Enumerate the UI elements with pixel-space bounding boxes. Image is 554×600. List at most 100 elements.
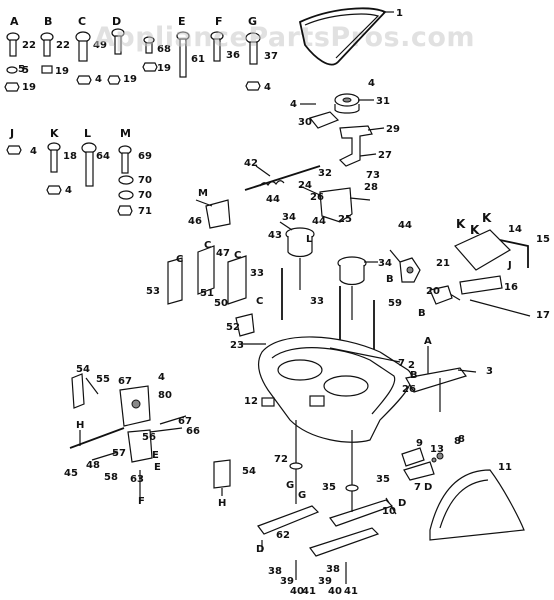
callout-label: 32 xyxy=(318,168,332,179)
hw-part-C-1: 49 xyxy=(93,40,107,51)
deck-bracket xyxy=(167,257,183,305)
callout-label: H xyxy=(218,498,226,509)
mounting-bracket xyxy=(319,187,353,223)
callout-label: 23 xyxy=(230,340,244,351)
deck-bracket xyxy=(227,255,247,305)
hw-part-J-1: 4 xyxy=(30,146,37,157)
callout-label: 46 xyxy=(188,216,202,227)
hw-part-C-2: 4 xyxy=(95,74,102,85)
hw-part-G-2: 4 xyxy=(264,82,271,93)
hw-letter-J: J xyxy=(9,127,14,140)
callout-label: 53 xyxy=(146,286,160,297)
callout-label: 38 xyxy=(268,566,282,577)
callout-label: 58 xyxy=(104,472,118,483)
callout-label: 35 xyxy=(322,482,336,493)
bolt-icon xyxy=(75,31,91,62)
hw-part-B-1: 22 xyxy=(56,40,70,51)
bolt-icon xyxy=(47,142,61,173)
hw-part-A-3: 19 xyxy=(22,82,36,93)
callout-label: D xyxy=(398,498,406,509)
mower-blade xyxy=(257,505,320,535)
callout-label: 51 xyxy=(200,288,214,299)
callout-label: 54 xyxy=(242,466,256,477)
hw-part-L-1: 64 xyxy=(96,151,110,162)
callout-label: 55 xyxy=(96,374,110,385)
hw-part-D-1: 68 xyxy=(157,44,171,55)
washer-icon xyxy=(118,175,134,185)
callout-label: 31 xyxy=(376,96,390,107)
callout-label: 63 xyxy=(130,474,144,485)
long-bolt-icon xyxy=(176,31,190,78)
callout-label: C xyxy=(176,254,183,265)
hw-part-M-3: 70 xyxy=(138,190,152,201)
mower-blade xyxy=(329,499,394,527)
callout-label: 9 xyxy=(416,438,423,449)
callout-label: B xyxy=(418,308,426,319)
callout-label: 3 xyxy=(486,366,493,377)
deck-bracket xyxy=(197,245,215,295)
hw-letter-A: A xyxy=(10,15,19,28)
callout-label: D xyxy=(424,482,432,493)
callout-label: K xyxy=(456,217,466,231)
hw-letter-C: C xyxy=(78,15,86,28)
callout-label: 73 xyxy=(366,170,380,181)
callout-label: 4 xyxy=(368,78,375,89)
nut-icon xyxy=(117,205,133,216)
callout-label: 52 xyxy=(226,322,240,333)
rod xyxy=(244,165,321,191)
callout-label: 26 xyxy=(310,192,324,203)
callout-label: 35 xyxy=(376,474,390,485)
bolt-icon xyxy=(118,145,132,174)
long-bolt-icon xyxy=(81,142,97,187)
callout-label: E xyxy=(154,462,161,473)
callout-label: 17 xyxy=(536,310,550,321)
mower-blade xyxy=(309,527,380,557)
callout-label: 8 xyxy=(458,434,465,445)
hardware-key: A 22 5 19 B 22 19 C 49 4 19 D 68 xyxy=(4,15,278,217)
nut-icon xyxy=(245,81,261,91)
callout-label: 33 xyxy=(250,268,264,279)
callout-label: 43 xyxy=(268,230,282,241)
hw-part-B-2: 19 xyxy=(55,66,69,77)
nut-icon xyxy=(76,75,92,85)
callout-label: 4 xyxy=(290,99,297,110)
callout-label: H xyxy=(76,420,84,431)
callout-label: 24 xyxy=(298,180,312,191)
callout-label: 16 xyxy=(504,282,518,293)
callout-label: M xyxy=(198,188,208,199)
callout-label: 42 xyxy=(244,158,258,169)
callout-label: 44 xyxy=(398,220,412,231)
callout-label: L xyxy=(306,234,313,245)
callout-label: 5 xyxy=(18,64,25,75)
callout-label: 26 xyxy=(402,384,416,395)
callout-label: 1 xyxy=(396,8,403,19)
callout-label: 50 xyxy=(214,298,228,309)
bolt-icon xyxy=(40,32,54,57)
callout-label: 20 xyxy=(426,286,440,297)
square-nut-icon xyxy=(41,65,53,74)
exploded-view xyxy=(69,7,531,584)
callout-label: 44 xyxy=(312,216,326,227)
callout-label: K xyxy=(482,211,492,225)
hw-part-M-2: 70 xyxy=(138,175,152,186)
nut-icon xyxy=(4,82,20,92)
callout-label: 28 xyxy=(364,182,378,193)
hw-letter-D: D xyxy=(112,15,121,28)
hw-letter-K: K xyxy=(50,127,59,140)
callout-label: C xyxy=(204,240,211,251)
bolt-icon xyxy=(6,32,20,57)
callout-label: 29 xyxy=(386,124,400,135)
hw-part-A-1: 22 xyxy=(22,40,36,51)
callout-label: 34 xyxy=(282,212,296,223)
callout-label: 67 xyxy=(178,416,192,427)
hanger-plate xyxy=(454,229,511,271)
callout-label: 11 xyxy=(498,462,512,473)
callout-label: 59 xyxy=(388,298,402,309)
callout-label: 45 xyxy=(64,468,78,479)
deck-bracket xyxy=(205,199,231,229)
idler-bracket xyxy=(308,111,340,129)
callout-label: 80 xyxy=(158,390,172,401)
bolt-icon xyxy=(210,31,224,62)
hw-letter-L: L xyxy=(84,127,91,140)
